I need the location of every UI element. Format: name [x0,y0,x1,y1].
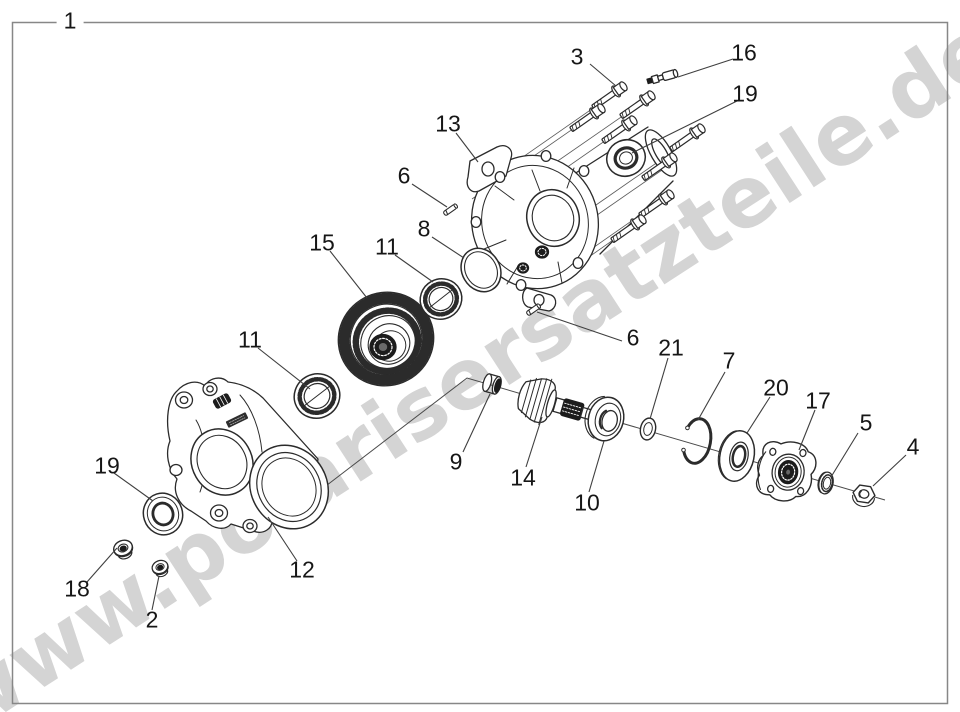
callout-17: 17 [805,387,831,414]
callout-13: 13 [435,110,461,137]
callout-16: 16 [731,39,757,66]
callout-19-upper: 19 [732,80,758,107]
leader-lines [86,58,907,611]
callout-8: 8 [417,215,431,242]
pinion-gear [517,377,598,425]
callout-6-lower: 6 [626,324,640,351]
ball-bearing-upper [419,278,463,320]
pinion-seal [717,430,756,482]
tube-seal-19 [605,138,647,178]
callout-12: 12 [289,556,315,583]
callout-3: 3 [570,43,584,70]
callout-4: 4 [906,433,920,460]
fill-plug-2 [151,559,169,578]
pinion-bearing [584,395,625,442]
callout-20: 20 [763,374,789,401]
callout-6-upper: 6 [397,162,411,189]
o-ring [460,247,502,293]
callout-18: 18 [64,575,90,602]
callout-21: 21 [658,334,684,361]
thrust-washer-21 [639,417,657,441]
rear-gearcase-housing [166,377,330,534]
callout-11-lower: 11 [238,326,262,353]
snap-ring [681,417,713,465]
callout-19-lower: 19 [94,452,120,479]
callout-1: 1 [56,7,84,35]
callout-2: 2 [145,606,159,633]
flat-washer-5 [817,471,834,495]
callout-11-upper: 11 [375,233,399,260]
callout-14: 14 [510,464,536,491]
spacer-bushing [482,373,502,395]
output-seal-19 [142,492,184,536]
ring-gear [337,291,435,387]
callout-9: 9 [449,448,463,475]
figure-frame [11,21,949,705]
callout-7: 7 [722,347,736,374]
pinion-nut [852,484,876,508]
vent-fitting [646,68,679,85]
callout-5: 5 [859,409,873,436]
output-flange-yoke [755,440,817,502]
callout-15: 15 [309,229,335,256]
callout-10: 10 [574,489,600,516]
ball-bearing-lower [293,373,341,419]
